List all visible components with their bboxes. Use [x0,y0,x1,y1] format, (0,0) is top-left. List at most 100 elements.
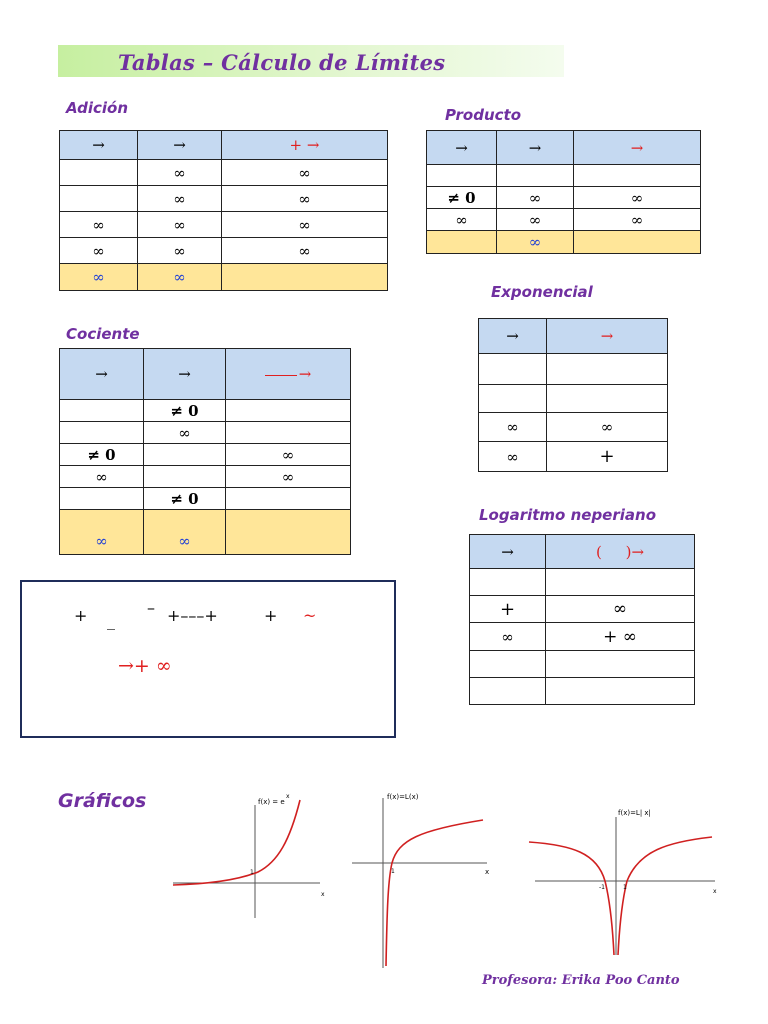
cell: ∞ [221,159,388,186]
cell: ∞ [546,412,668,442]
cell [545,650,695,678]
cell: ∞ [59,211,138,238]
cell [546,384,668,413]
arrow: → [298,365,312,383]
section-title-adicion: Adición [66,99,129,117]
cell: + [546,441,668,472]
header-cell: → [573,130,701,165]
cell [143,443,226,466]
footer-cell: ∞ [143,509,226,555]
formula-limit: →+ ∞ [118,655,172,677]
cell [59,421,144,444]
header-cell: → [546,318,668,354]
log-abs-curve-left [528,841,615,956]
tick-label-neg: -1 [599,884,605,891]
tick-label: 1 [391,868,395,875]
cell: ∞ [573,186,701,209]
cell: ∞ [137,237,222,264]
tick-label-pos: 1 [623,884,627,891]
header-cell: → [59,348,144,400]
cell [496,164,574,187]
fraction-bar [264,374,297,376]
graph-label: f(x) = e [258,798,285,806]
cell: + [469,595,546,623]
section-title-logaritmo: Logaritmo neperiano [479,506,656,524]
cell [546,353,668,385]
axis-label: x [321,891,325,898]
cell [469,568,546,596]
graph-label: f(x)=L| x| [618,809,651,817]
header-cell: → [59,130,138,160]
cell: ∞ [59,465,144,488]
cell [225,399,351,422]
cell: ≠ 0 [59,443,144,466]
formula-tilde: ~ [303,606,317,625]
cell [469,677,546,705]
graph-exponential: f(x) = e x 1 x [172,793,325,918]
footer-cell: ∞ [496,230,574,254]
header-cell: → [137,130,222,160]
cell: ∞ [143,421,226,444]
header-cell: → [496,130,574,165]
cell [426,164,497,187]
section-title-exponencial: Exponencial [491,283,593,301]
footer-cell [225,509,351,555]
table-exponencial: → → ∞∞ ∞+ [478,318,668,472]
table-producto: → → → ≠ 0∞∞ ∞∞∞ ∞ [426,130,701,254]
cell [545,568,695,596]
cell: ∞ [137,185,222,212]
cell [59,159,138,186]
header-cell: → [426,130,497,165]
page-title: Tablas – Cálculo de Límites [118,50,446,75]
graph-label-exponent: x [286,793,290,800]
log-abs-curve-right [617,836,713,956]
cell [59,399,144,422]
cell: ∞ [221,185,388,212]
cell [573,164,701,187]
cell: ≠ 0 [426,186,497,209]
cell: ∞ [221,211,388,238]
graph-log-abs: f(x)=L| x| -1 1 x [528,809,717,956]
header-cell: → [143,348,226,400]
cell [59,487,144,510]
footer-cell [426,230,497,254]
cell: ≠ 0 [143,487,226,510]
cell: ∞ [496,186,574,209]
header-cell: → [478,318,547,354]
cell [478,384,547,413]
formula-plus: + [74,606,88,625]
cell: ∞ [221,237,388,264]
cell: ≠ 0 [143,399,226,422]
cell: ∞ [137,159,222,186]
title-banner [58,45,564,77]
cell: ∞ [225,465,351,488]
header-cell: ( )→ [545,534,695,569]
cell [143,465,226,488]
header-cell: + → [221,130,388,160]
cell: + ∞ [545,622,695,651]
footer-cell: ∞ [59,509,144,555]
formula-plus-2: + [264,606,278,625]
cell: ∞ [573,208,701,231]
cell: ∞ [137,211,222,238]
cell: ∞ [59,237,138,264]
section-title-cociente: Cociente [66,325,140,343]
header-cell: → [469,534,546,569]
cell [59,185,138,212]
formula-box [20,580,396,738]
footer-cell [573,230,701,254]
formula-minus: – [147,598,155,617]
footer-cell: ∞ [137,263,222,291]
cell: ∞ [469,622,546,651]
cell: ∞ [496,208,574,231]
cell: ∞ [478,441,547,472]
cell: ∞ [426,208,497,231]
graficos-title: Gráficos [58,790,147,812]
header-cell: → [225,348,351,400]
graph-label: f(x)=L(x) [387,793,419,801]
cell [545,677,695,705]
graph-logarithm: f(x)=L(x) 1 x [352,793,489,968]
cell [478,353,547,385]
cell: ∞ [225,443,351,466]
cell: ∞ [478,412,547,442]
